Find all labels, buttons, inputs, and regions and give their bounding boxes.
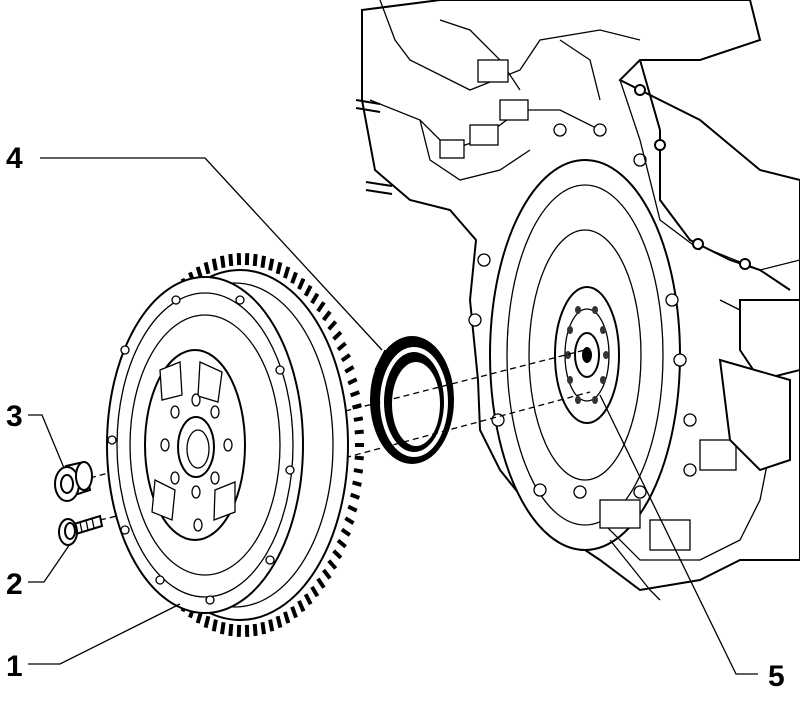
gear-tooth (354, 429, 364, 435)
gear-tooth (336, 538, 347, 549)
gear-tooth (303, 593, 313, 606)
gear-tooth (349, 390, 361, 398)
gear-tooth (327, 320, 338, 331)
gear-tooth (347, 377, 358, 386)
callout-3: 3 (6, 400, 23, 433)
gear-tooth (297, 600, 306, 613)
flywheel-bolt (58, 514, 104, 546)
callout-1: 1 (6, 650, 23, 683)
gear-tooth (316, 301, 326, 313)
gear-tooth (268, 619, 275, 632)
gear-tooth (228, 253, 234, 267)
gear-tooth (316, 577, 326, 589)
leader-lines (28, 157, 758, 675)
gear-tooth (321, 568, 332, 580)
gear-tooth (220, 622, 226, 635)
gear-tooth (211, 258, 218, 271)
callout-labels: 4 3 2 1 5 (6, 142, 785, 693)
gear-tooth (275, 615, 283, 629)
gear-tooth (344, 365, 355, 374)
gear-tooth (203, 261, 211, 275)
flywheel (106, 253, 364, 637)
gear-tooth (283, 266, 291, 279)
callout-4: 4 (6, 142, 23, 175)
gear-tooth (344, 516, 355, 525)
gear-tooth (340, 527, 351, 537)
gear-tooth (310, 292, 320, 305)
gear-tooth (220, 255, 226, 268)
gear-tooth (354, 455, 364, 461)
gear-tooth (283, 611, 291, 624)
gear-tooth (353, 468, 364, 474)
gear-tooth (290, 606, 298, 619)
gear-tooth (252, 623, 258, 637)
gear-tooth (336, 341, 347, 352)
gear-tooth (352, 480, 362, 487)
gear-tooth (327, 559, 338, 570)
gear-tooth (353, 416, 364, 422)
engine-block (355, 0, 800, 601)
gear-tooth (290, 271, 298, 284)
gear-tooth (303, 284, 313, 297)
gear-tooth (211, 619, 218, 632)
pilot-bushing (54, 460, 93, 502)
crankshaft-oil-seal (370, 336, 454, 464)
gear-tooth (260, 622, 266, 635)
gear-tooth (252, 253, 258, 267)
callout-2: 2 (6, 568, 23, 601)
gear-tooth (332, 549, 343, 560)
gear-tooth (332, 330, 343, 341)
gear-tooth (260, 255, 266, 268)
gear-tooth (297, 277, 306, 290)
callout-5: 5 (768, 660, 785, 693)
gear-tooth (228, 623, 234, 637)
gear-tooth (275, 261, 283, 275)
gear-tooth (340, 353, 351, 363)
gear-tooth (347, 504, 358, 513)
gear-tooth (352, 403, 362, 410)
gear-tooth (203, 615, 211, 629)
gear-tooth (310, 585, 320, 598)
gear-tooth (268, 258, 275, 271)
gear-tooth (349, 492, 361, 500)
gear-tooth (321, 310, 332, 322)
